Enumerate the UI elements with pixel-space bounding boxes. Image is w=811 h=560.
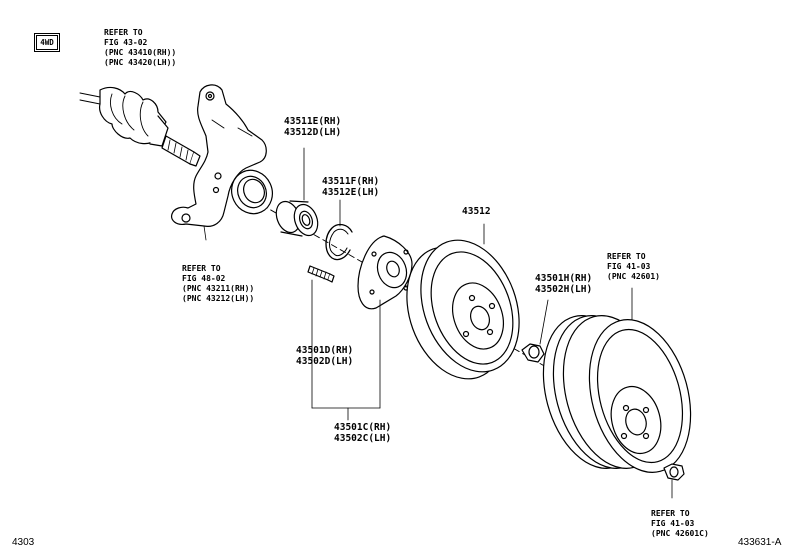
brake-disc-icon (406, 223, 520, 380)
part-label-snapring[interactable]: 43511F(RH) 43512E(LH) (322, 176, 380, 198)
4wd-badge: 4WD (36, 35, 58, 50)
hub-nut-icon (521, 299, 549, 363)
part-label-bearing[interactable]: 43511E(RH) 43512D(LH) (284, 116, 342, 138)
ref-knuckle[interactable]: REFER TO FIG 48-02 (PNC 43211(RH)) (PNC … (182, 264, 255, 303)
ref-hubnut[interactable]: REFER TO FIG 41-03 (PNC 42601C) (651, 509, 709, 538)
part-label-hub[interactable]: 43501C(RH) 43502C(LH) (334, 422, 392, 444)
part-label-bolt[interactable]: 43501D(RH) 43502D(LH) (296, 345, 354, 367)
drive-shaft-icon (79, 86, 201, 167)
wheel-icon (542, 287, 692, 473)
ref-wheel[interactable]: REFER TO FIG 41-03 (PNC 42601) (607, 252, 660, 281)
axle-hub-icon (357, 235, 413, 409)
wheel-nut-icon (663, 463, 685, 499)
steering-knuckle-icon (171, 84, 273, 241)
hub-bolt-icon (307, 265, 335, 409)
illustration-code: 433631-A (738, 537, 782, 548)
part-label-hubnut[interactable]: 43501H(RH) 43502H(LH) (535, 273, 593, 295)
part-label-disc[interactable]: 43512 (462, 206, 491, 217)
ref-driveshaft[interactable]: REFER TO FIG 43-02 (PNC 43410(RH)) (PNC … (104, 28, 177, 67)
figure-number: 4303 (12, 537, 35, 548)
wheel-bearing-icon (275, 147, 319, 237)
snap-ring-icon (325, 199, 353, 261)
